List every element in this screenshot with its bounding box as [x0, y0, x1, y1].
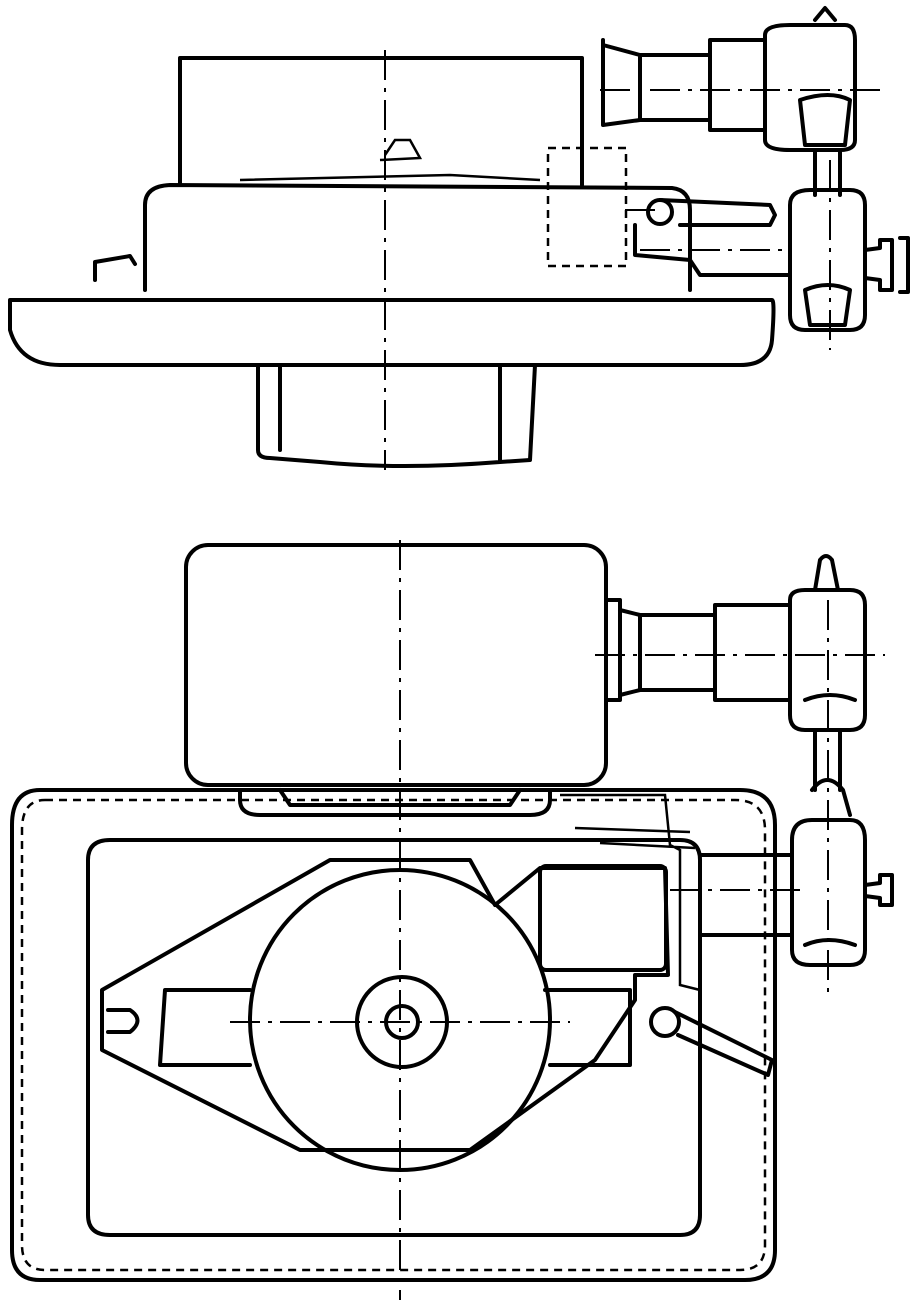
motor-mount: [238, 788, 552, 817]
bracket: [633, 223, 792, 277]
lever-pivot-plan: [649, 1006, 681, 1038]
table-slab: [8, 298, 776, 367]
upper-head-nub: [813, 6, 837, 22]
centerlines: [384, 50, 880, 470]
plan-view: [10, 540, 894, 1300]
control-box-plan: [538, 864, 668, 972]
wiring-lines: [560, 793, 701, 992]
lever-arm-plan: [673, 1010, 774, 1077]
shaft-arm-plan: [698, 853, 792, 937]
handwheel: [863, 236, 910, 294]
upper-head-nub-plan: [813, 554, 840, 592]
lower-head: [788, 188, 867, 332]
gear-housing: [143, 183, 692, 292]
shaft-housing-plan: [604, 598, 792, 702]
lever-pivot: [646, 198, 674, 226]
motor-housing-plan: [184, 543, 608, 787]
handle-stub: [93, 254, 137, 282]
lever-arm: [658, 198, 777, 227]
connecting-spindle: [813, 148, 842, 197]
inner-frame: [86, 838, 702, 1237]
base-plate: [100, 858, 670, 1152]
handwheel-plan: [863, 873, 894, 907]
control-box-dashed: [546, 146, 628, 268]
shaft-housing: [601, 38, 767, 132]
outer-frame: [10, 788, 777, 1282]
outer-frame-inner: [20, 798, 767, 1272]
side-elevation-view: [8, 6, 910, 470]
connecting-spindle-plan: [810, 728, 852, 817]
slot-left: [106, 1008, 140, 1034]
upper-head-plan: [788, 588, 867, 732]
upper-head: [763, 23, 857, 152]
gear-housing-top: [239, 138, 541, 182]
motor-housing: [178, 56, 584, 187]
inner-slot: [158, 988, 632, 1067]
pedestal: [256, 363, 537, 468]
centerlines-plan: [230, 540, 885, 1300]
